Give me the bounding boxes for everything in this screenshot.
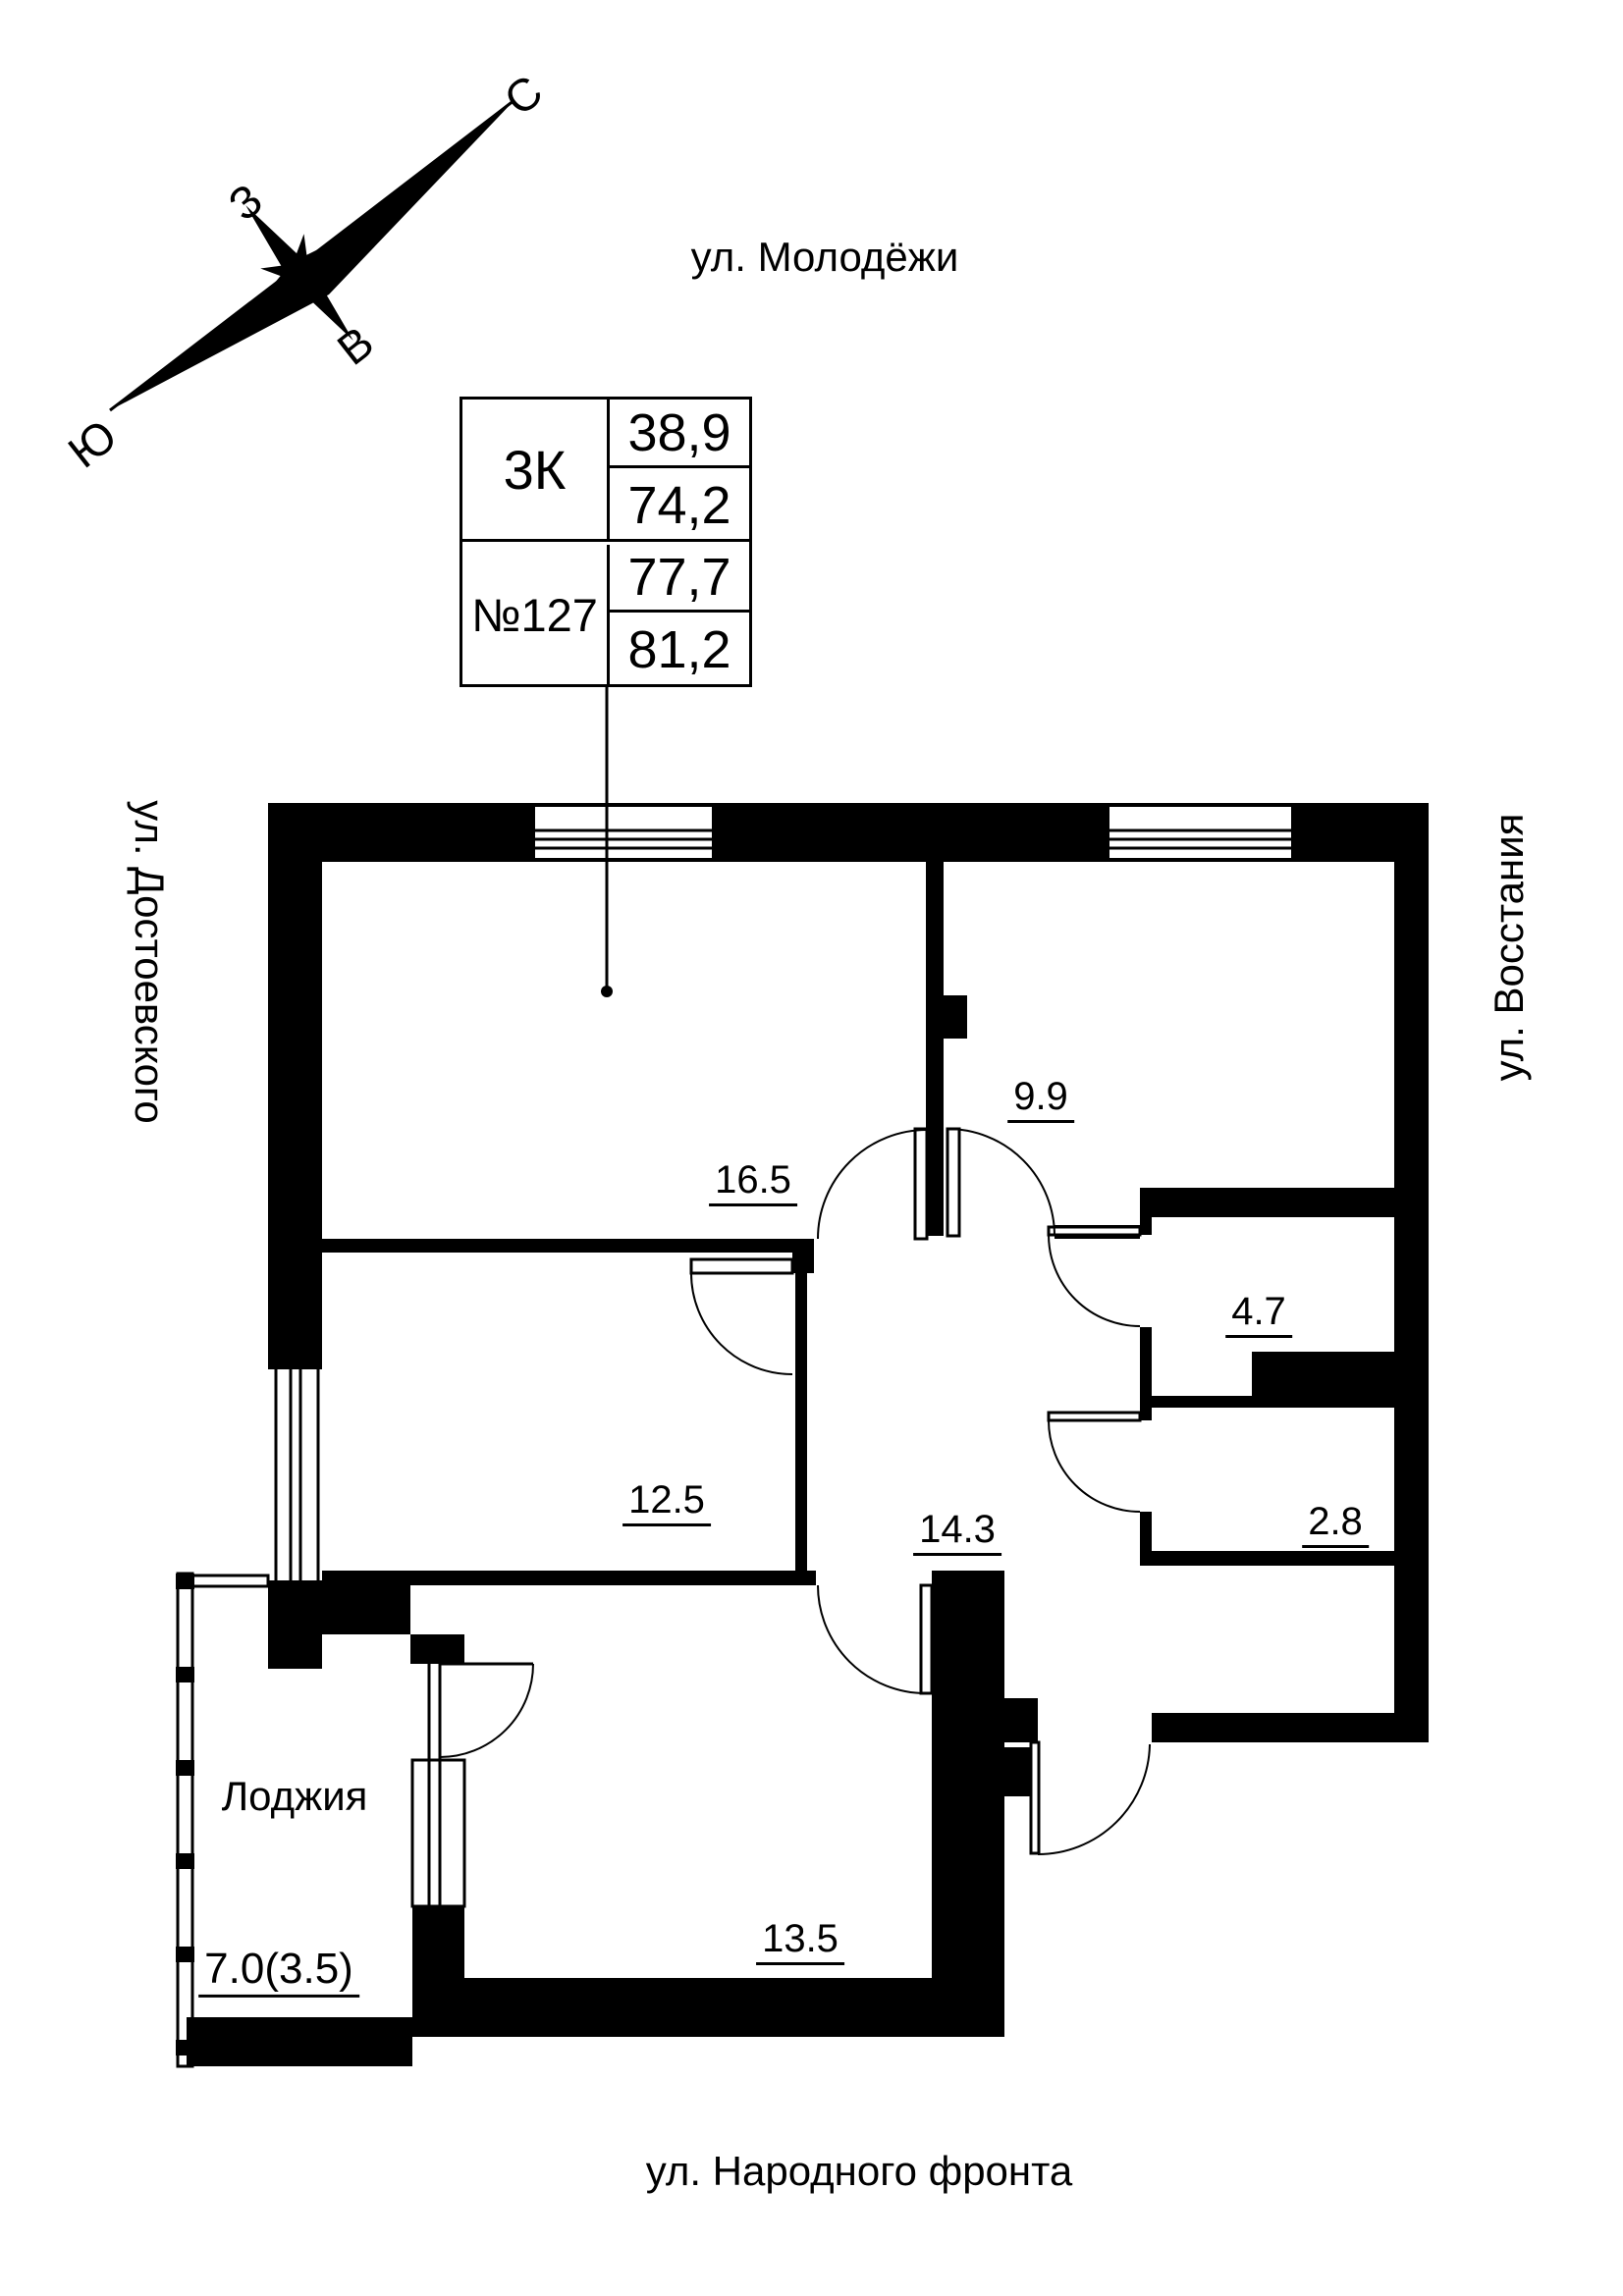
leader-line [601,687,613,997]
room-label-2-8: 2.8 [1302,1500,1369,1548]
room-label-13-5: 13.5 [756,1917,844,1965]
floor-area-value: 74,2 [610,471,749,542]
street-right: ул. Восстания [1485,813,1532,1082]
room-label-4-7: 4.7 [1225,1290,1292,1338]
room-label-14-3: 14.3 [913,1508,1001,1556]
loggia-area-label: 7.0(3.5) [198,1944,359,1998]
apartment-info-table: 3К №127 38,9 74,2 77,7 81,2 [460,397,752,687]
living-area-value: 38,9 [610,400,749,468]
apartment-number: №127 [462,545,610,684]
compass-rose-icon [109,98,515,412]
street-bottom: ул. Народного фронта [645,2147,1073,2194]
street-top: ул. Молодёжи [690,233,959,280]
street-left: ул. Достоевского [127,800,174,1124]
room-label-16-5: 16.5 [709,1158,797,1206]
room-label-9-9: 9.9 [1007,1075,1074,1123]
loggia-name-label: Лоджия [221,1772,368,1819]
total-area-value: 77,7 [610,545,749,613]
apartment-type: 3К [462,400,610,542]
total-area-with-loggia-value: 81,2 [627,620,731,679]
room-label-12-5: 12.5 [622,1478,711,1526]
